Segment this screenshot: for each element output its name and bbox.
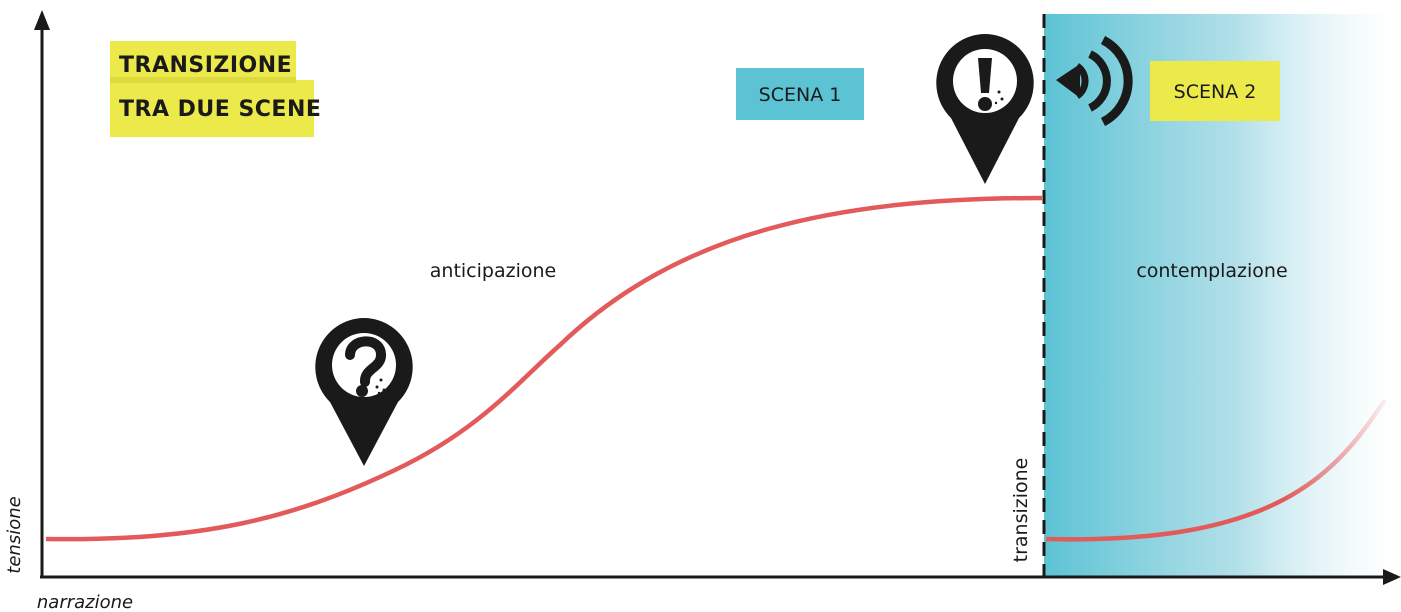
y-axis <box>34 10 50 578</box>
x-axis-label: narrazione <box>37 592 133 612</box>
question-mark-pin-icon <box>315 318 413 466</box>
anticipation-label: anticipazione <box>430 260 556 282</box>
exclamation-mark-pin-icon <box>936 34 1034 184</box>
tension-curve-scene2 <box>1045 398 1387 542</box>
scene1-label: SCENA 1 <box>759 84 842 106</box>
title-line2: TRA DUE SCENE <box>119 97 321 122</box>
scene2-label: SCENA 2 <box>1174 81 1257 103</box>
scene2-box <box>1150 61 1280 121</box>
title-line1: TRANSIZIONE <box>119 53 292 78</box>
x-axis <box>40 569 1401 585</box>
contemplation-label: contemplazione <box>1136 260 1287 282</box>
title-highlight-1 <box>110 41 296 81</box>
sound-waves-icon <box>1056 35 1133 127</box>
tension-curve-scene1 <box>45 195 1043 542</box>
title-highlight-2 <box>110 80 314 137</box>
transition-label: transizione <box>1010 458 1032 563</box>
scene1-box <box>736 68 864 120</box>
y-axis-label: tensione <box>4 496 25 573</box>
x-axis-arrow-icon <box>1383 569 1401 585</box>
y-axis-arrow-icon <box>34 10 50 30</box>
